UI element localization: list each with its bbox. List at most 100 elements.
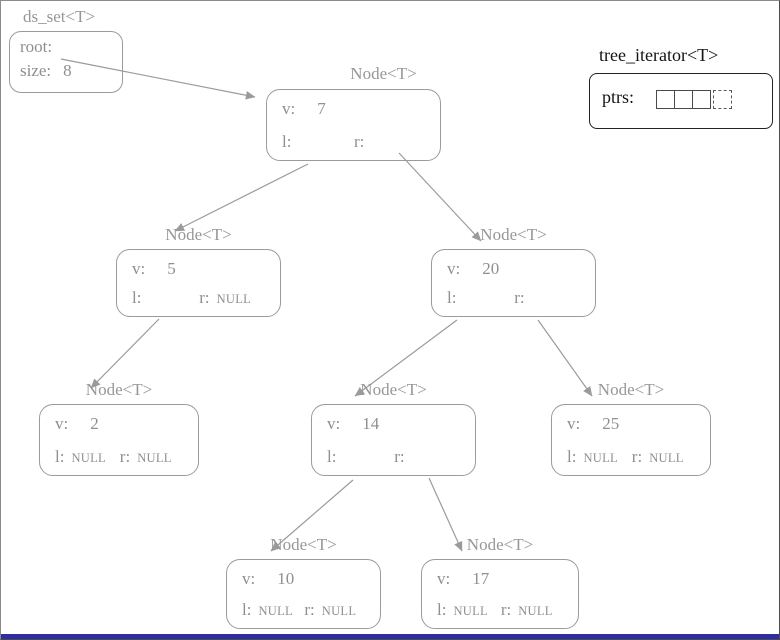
right-child-field: r: xyxy=(354,132,371,152)
root-label: root: xyxy=(20,37,53,56)
v-label: v: xyxy=(447,259,461,278)
v-label: v: xyxy=(132,259,146,278)
r-label: r: xyxy=(354,132,365,151)
right-child-field: r:NULL xyxy=(199,288,251,308)
v-label: v: xyxy=(282,99,296,118)
left-child-value: NULL xyxy=(583,451,618,465)
value-field: v:10 xyxy=(242,569,294,589)
left-child-field: l: xyxy=(447,288,463,308)
l-label: l: xyxy=(447,288,457,307)
left-child-field: l: xyxy=(327,447,343,467)
node-value: 5 xyxy=(167,259,176,278)
right-child-value: NULL xyxy=(321,604,357,618)
l-label: l: xyxy=(437,600,447,619)
tree-node-17: v: 17 l: NULL r: NULL xyxy=(421,559,579,629)
size-value: 8 xyxy=(63,61,72,80)
left-child-value: NULL xyxy=(453,604,488,618)
ptr-cell-2 xyxy=(674,90,693,109)
node-type-label: Node<T> xyxy=(165,225,232,244)
tree-node-10: v:10 l: NULL r: NULL xyxy=(226,559,381,629)
ds-set-box: root: size: 8 xyxy=(9,31,123,93)
node-value: 7 xyxy=(317,99,326,118)
node-type-label: Node<T> xyxy=(597,380,665,399)
root-field: root: xyxy=(20,37,52,57)
value-field: v: 25 xyxy=(567,414,619,434)
right-child-value: NULL xyxy=(649,451,684,465)
pointer-row: l: NULL r: NULL xyxy=(437,600,570,620)
r-label: r: xyxy=(514,288,525,307)
value-field: v: 20 xyxy=(447,259,499,279)
right-child-value: NULL xyxy=(518,604,553,618)
value-field: v: 14 xyxy=(327,414,379,434)
size-field: size: 8 xyxy=(20,61,72,81)
pointer-row: l: r:NULL xyxy=(132,288,272,308)
l-label: l: xyxy=(567,447,577,466)
value-field: v: 5 xyxy=(132,259,176,279)
ptr-cell-3 xyxy=(692,90,711,109)
size-label: size: xyxy=(20,61,52,80)
tree-node-25: v: 25 l: NULL r: NULL xyxy=(551,404,711,476)
r-label: r: xyxy=(394,447,405,466)
tree-node-20: v: 20 l: r: xyxy=(431,249,596,317)
ptrs-array xyxy=(656,90,732,109)
left-child-field: l: NULL xyxy=(242,600,293,620)
l-label: l: xyxy=(55,447,65,466)
bottom-bar xyxy=(1,634,779,639)
right-child-field: r: NULL xyxy=(304,600,356,620)
ptr-cell-4-dashed xyxy=(713,90,732,109)
right-child-field: r: NULL xyxy=(120,447,172,467)
v-label: v: xyxy=(55,414,69,433)
left-child-field: l: xyxy=(132,288,148,308)
v-label: v: xyxy=(327,414,341,433)
l-label: l: xyxy=(242,600,252,619)
l-label: l: xyxy=(282,132,292,151)
ds-set-title: ds_set<T> xyxy=(23,7,96,26)
right-child-field: r: xyxy=(394,447,411,467)
node-type-label: Node<T> xyxy=(350,64,417,83)
left-child-value: NULL xyxy=(71,451,106,465)
pointer-row: l: NULL r: NULL xyxy=(242,600,372,620)
ptr-cell-1 xyxy=(656,90,675,109)
edge-7-left-to-5 xyxy=(174,163,309,232)
pointer-row: l: r: xyxy=(447,288,587,308)
value-field: v: 7 xyxy=(282,99,326,119)
edge-5-left-to-2 xyxy=(90,318,160,389)
v-label: v: xyxy=(437,569,451,588)
r-label: r: xyxy=(631,447,643,466)
r-label: r: xyxy=(500,600,512,619)
r-label: r: xyxy=(119,447,131,466)
pointer-row: l: r: xyxy=(327,447,467,467)
ptrs-label: ptrs: xyxy=(602,87,635,107)
right-child-field: r: NULL xyxy=(632,447,684,467)
tree-node-2: v:2 l: NULL r: NULL xyxy=(39,404,199,476)
tree-node-5: v: 5 l: r:NULL xyxy=(116,249,281,317)
node-type-label: Node<T> xyxy=(270,535,337,554)
node-type-label: Node<T> xyxy=(466,535,534,554)
pointer-row: l: NULL r: NULL xyxy=(567,447,702,467)
r-label: r: xyxy=(304,600,315,619)
value-field: v:2 xyxy=(55,414,99,434)
left-child-field: l: xyxy=(282,132,298,152)
right-child-value: NULL xyxy=(137,451,172,465)
left-child-value: NULL xyxy=(258,604,293,618)
tree-iterator-box: ptrs: xyxy=(589,73,773,129)
v-label: v: xyxy=(567,414,581,433)
node-value: 25 xyxy=(602,414,620,433)
r-label: r: xyxy=(199,288,210,307)
l-label: l: xyxy=(327,447,337,466)
left-child-field: l: NULL xyxy=(55,447,106,467)
tree-node-14: v: 14 l: r: xyxy=(311,404,476,476)
node-value: 10 xyxy=(277,569,295,588)
value-field: v: 17 xyxy=(437,569,489,589)
node-value: 14 xyxy=(362,414,380,433)
node-type-label: Node<T> xyxy=(85,380,153,399)
node-value: 20 xyxy=(482,259,500,278)
pointer-row: l: NULL r: NULL xyxy=(55,447,190,467)
right-child-field: r: NULL xyxy=(501,600,553,620)
tree-node-7: v: 7 l: r: xyxy=(266,89,441,161)
node-type-label: Node<T> xyxy=(480,225,547,244)
node-value: 17 xyxy=(472,569,490,588)
tree-iterator-title: tree_iterator<T> xyxy=(599,45,719,65)
left-child-field: l: NULL xyxy=(437,600,488,620)
